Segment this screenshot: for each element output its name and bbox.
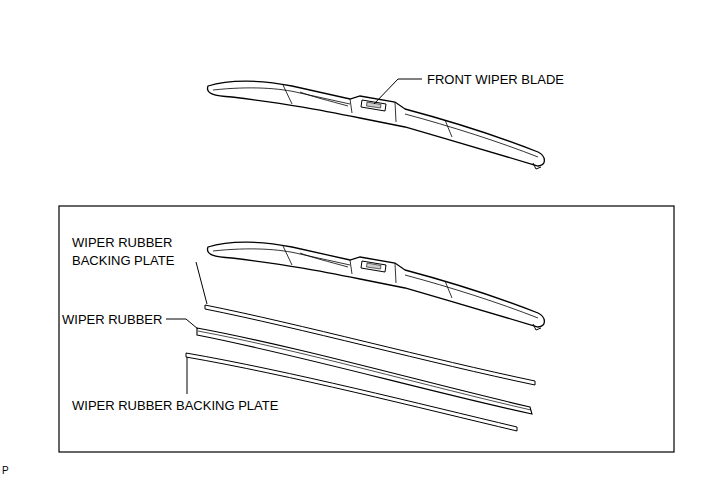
part-name: WIPER RUBBER BACKING PLATE	[72, 234, 190, 270]
figure-code: P	[2, 462, 9, 479]
parts-frame	[59, 206, 674, 452]
part-name: FRONT WIPER BLADE	[427, 71, 564, 88]
part-name: WIPER RUBBER	[62, 311, 162, 328]
part-name: WIPER RUBBER BACKING PLATE	[72, 397, 278, 414]
backing-plate	[186, 353, 517, 431]
leader-lines	[166, 79, 422, 394]
front-wiper-blade	[207, 81, 544, 169]
